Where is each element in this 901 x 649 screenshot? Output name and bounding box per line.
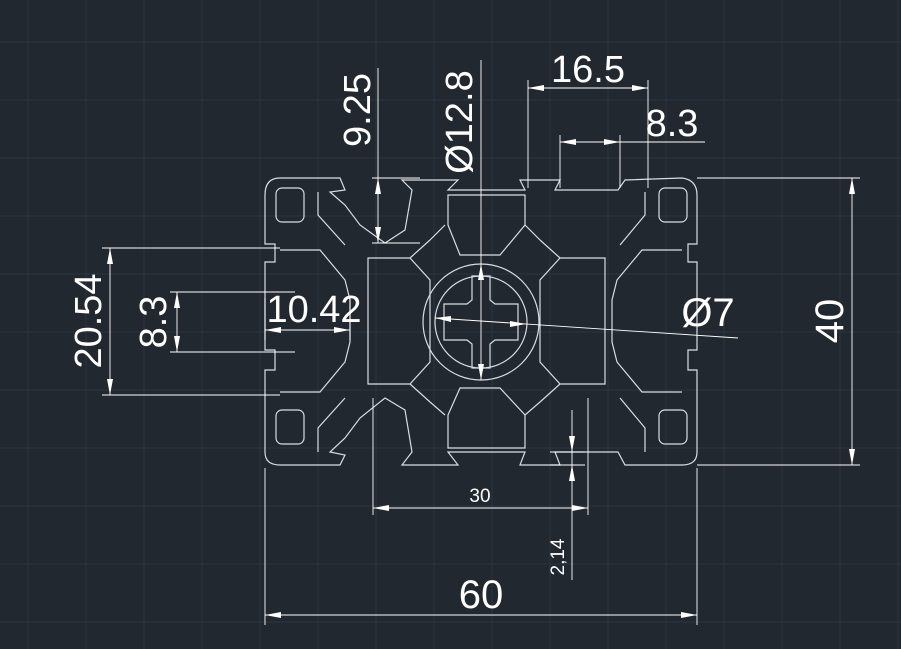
corner-cavity-tr <box>658 187 688 223</box>
dimension-lines <box>102 60 860 625</box>
chamber-bottom <box>447 387 526 449</box>
slot-top-detail <box>317 192 646 246</box>
dim-slot-pitch: 30 <box>469 486 490 507</box>
slot-bottom-detail <box>317 397 646 452</box>
web-tr <box>524 224 561 259</box>
dim-slot-depth: 9.25 <box>337 73 379 147</box>
center-bore-star <box>443 275 519 369</box>
dim-side-depth: 10.42 <box>266 289 361 331</box>
web-bl <box>409 383 446 416</box>
dim-slot-width-top: 8.3 <box>646 103 699 145</box>
dim-side-bore: Ø7 <box>681 291 734 335</box>
dim-slot-width-side: 8.3 <box>133 296 175 349</box>
chamber-left <box>367 257 431 385</box>
web-tl <box>409 224 446 259</box>
dim-wall-thickness: 2,14 <box>548 538 569 575</box>
slot-right-detail <box>611 249 682 393</box>
dim-top-opening: 16.5 <box>551 49 625 91</box>
corner-cavity-tl <box>275 187 305 223</box>
corner-cavity-bl <box>275 409 305 445</box>
corner-cavity-br <box>658 409 688 445</box>
dim-side-height: 20.54 <box>68 273 110 368</box>
dim-width-overall: 60 <box>459 573 504 617</box>
profile-outer-contour <box>264 177 698 466</box>
dim-center-bore: Ø12.8 <box>439 70 481 174</box>
chamber-top <box>447 194 526 256</box>
dim-height-overall: 40 <box>808 299 852 344</box>
web-br <box>524 383 561 416</box>
dimension-labels: 60 40 30 2,14 16.5 8.3 9.25 Ø12.8 Ø7 20.… <box>68 49 852 617</box>
